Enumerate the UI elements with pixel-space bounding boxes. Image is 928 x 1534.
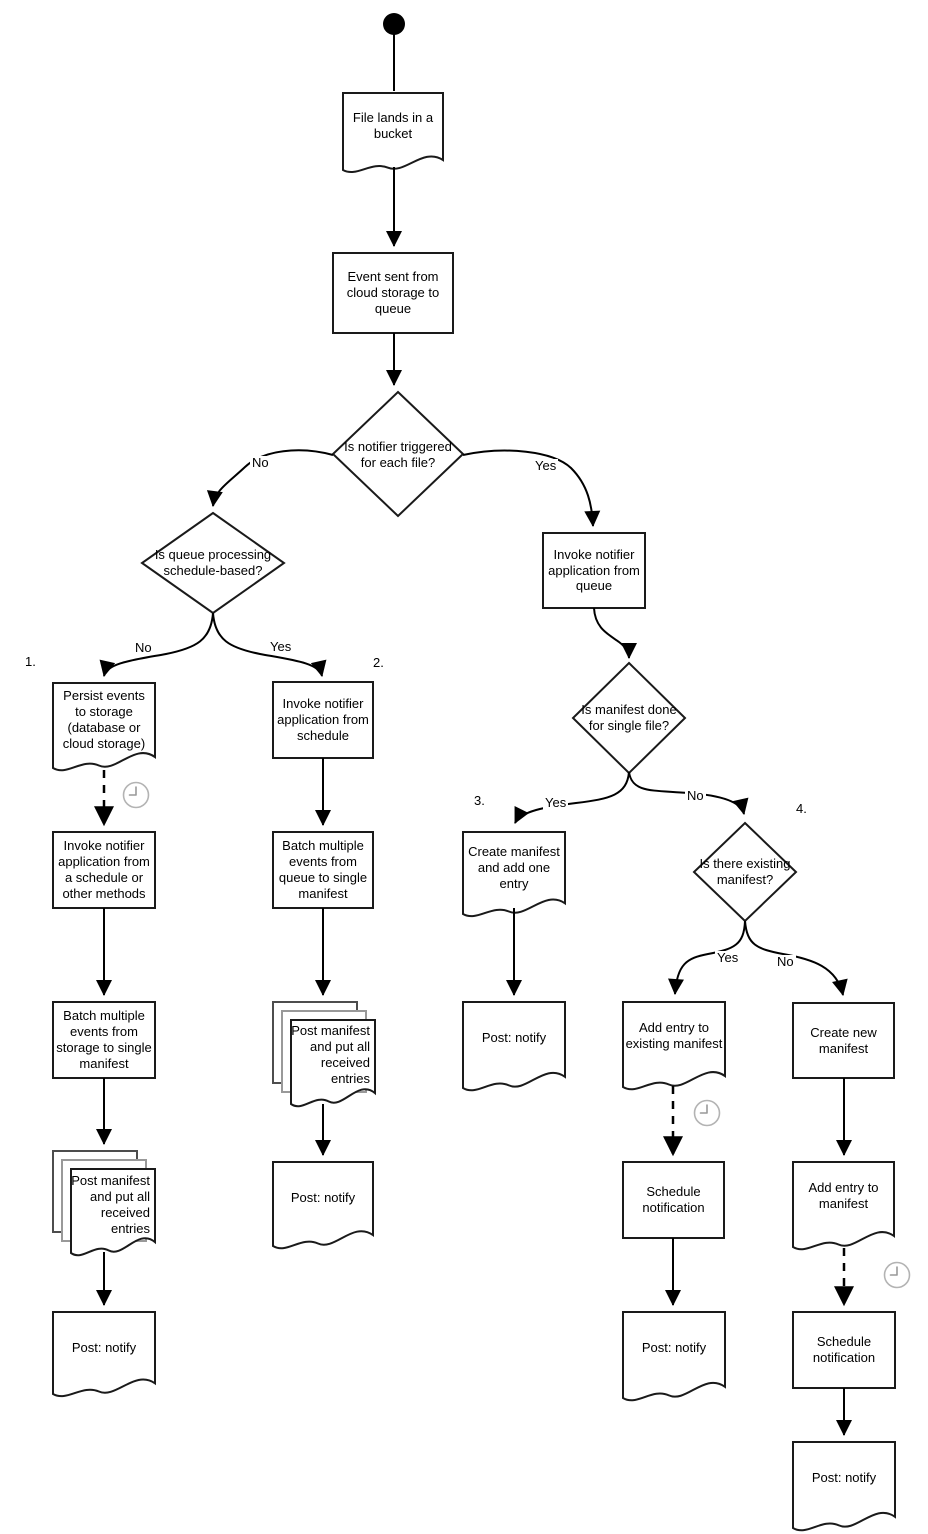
invoke-schedule-other-label: Invoke notifier application from a sched… xyxy=(58,838,150,901)
branch-number-4: 4. xyxy=(794,801,809,817)
clock-icon-1-hands xyxy=(128,786,137,796)
add-entry-manifest-label: Add entry to manifest xyxy=(808,1180,879,1211)
branch-number-1: 1. xyxy=(23,654,38,670)
manifest-done-label: Is manifest done for single file? xyxy=(581,702,677,733)
existing-manifest-label: Is there existing manifest? xyxy=(699,856,791,887)
post-manifest-1-label: Post manifest and put all received entri… xyxy=(71,1173,150,1236)
batch-storage-box xyxy=(52,1001,156,1079)
schedule-notification-2-label: Schedule notification xyxy=(812,1334,876,1365)
post-manifest-2-label: Post manifest and put all received entri… xyxy=(291,1023,370,1086)
batch-queue-box xyxy=(272,831,374,909)
edge-label-no-2: No xyxy=(133,640,154,656)
edge-label-yes-2: Yes xyxy=(268,639,294,655)
create-new-manifest-box xyxy=(792,1002,895,1079)
branch-number-2: 2. xyxy=(371,655,386,671)
post-notify-5-label: Post: notify xyxy=(811,1470,877,1486)
persist-events-doc xyxy=(52,682,156,772)
start-node xyxy=(383,13,405,35)
notifier-triggered-diamond xyxy=(331,390,465,518)
edge-manifest-yes-to-create xyxy=(514,771,630,824)
branch-number-3: 3. xyxy=(472,793,487,809)
post-notify-3-doc xyxy=(462,1001,566,1092)
add-entry-manifest-doc xyxy=(792,1161,895,1251)
file-lands-label: File lands in a bucket xyxy=(352,110,434,141)
edge-label-no-4: No xyxy=(775,954,796,970)
schedule-notification-1-label: Schedule notification xyxy=(642,1184,705,1215)
notifier-triggered-label: Is notifier triggered for each file? xyxy=(344,438,452,470)
batch-storage-label: Batch multiple events from storage to si… xyxy=(56,1008,152,1071)
post-notify-2-doc xyxy=(272,1161,374,1250)
invoke-queue-label: Invoke notifier application from queue xyxy=(548,546,640,594)
edge-label-yes-3: Yes xyxy=(543,795,569,811)
post-notify-2-label: Post: notify xyxy=(290,1190,356,1206)
invoke-schedule-box xyxy=(272,681,374,759)
post-notify-1-label: Post: notify xyxy=(71,1340,137,1356)
event-sent-label: Event sent from cloud storage to queue xyxy=(346,269,440,316)
edge-label-no-3: No xyxy=(685,788,706,804)
batch-queue-label: Batch multiple events from queue to sing… xyxy=(278,838,368,901)
edge-existing-yes-to-add-entry xyxy=(668,920,746,995)
edge-label-no-1: No xyxy=(250,455,271,471)
schedule-notification-2-box xyxy=(792,1311,896,1389)
queue-schedule-label: Is queue processing schedule-based? xyxy=(154,547,272,578)
edge-existing-no-to-create-new xyxy=(744,920,848,996)
post-manifest-1-multidoc-front-page xyxy=(70,1168,156,1257)
clock-icon-2-hands xyxy=(699,1104,708,1114)
invoke-schedule-label: Invoke notifier application from schedul… xyxy=(277,696,369,743)
add-entry-existing-label: Add entry to existing manifest xyxy=(625,1020,723,1051)
edge-queue-yes-to-invoke-schedule xyxy=(212,612,327,677)
schedule-notification-1-box xyxy=(622,1161,725,1239)
edge-label-yes-4: Yes xyxy=(715,950,741,966)
post-manifest-2-multidoc-front-page xyxy=(290,1019,376,1108)
clock-icon-3-hands xyxy=(889,1266,898,1276)
event-sent-box xyxy=(332,252,454,334)
add-entry-existing-doc xyxy=(622,1001,726,1091)
post-notify-4-label: Post: notify xyxy=(641,1340,707,1356)
create-new-manifest-label: Create new manifest xyxy=(810,1024,877,1056)
post-notify-3-label: Post: notify xyxy=(481,1030,547,1046)
post-notify-1-doc xyxy=(52,1311,156,1398)
edge-queue-no-to-persist xyxy=(99,612,214,677)
persist-events-label: Persist events to storage (database or c… xyxy=(62,688,146,751)
edge-label-yes-1: Yes xyxy=(533,458,559,474)
edge-notifier-no-to-queue-diamond xyxy=(206,449,334,507)
post-notify-5-doc xyxy=(792,1441,896,1532)
post-notify-4-doc xyxy=(622,1311,726,1402)
create-manifest-label: Create manifest and add one entry xyxy=(468,844,560,891)
edge-invoke-queue-to-manifest-diamond xyxy=(593,607,637,659)
edge-notifier-yes-to-invoke-queue xyxy=(462,449,601,527)
